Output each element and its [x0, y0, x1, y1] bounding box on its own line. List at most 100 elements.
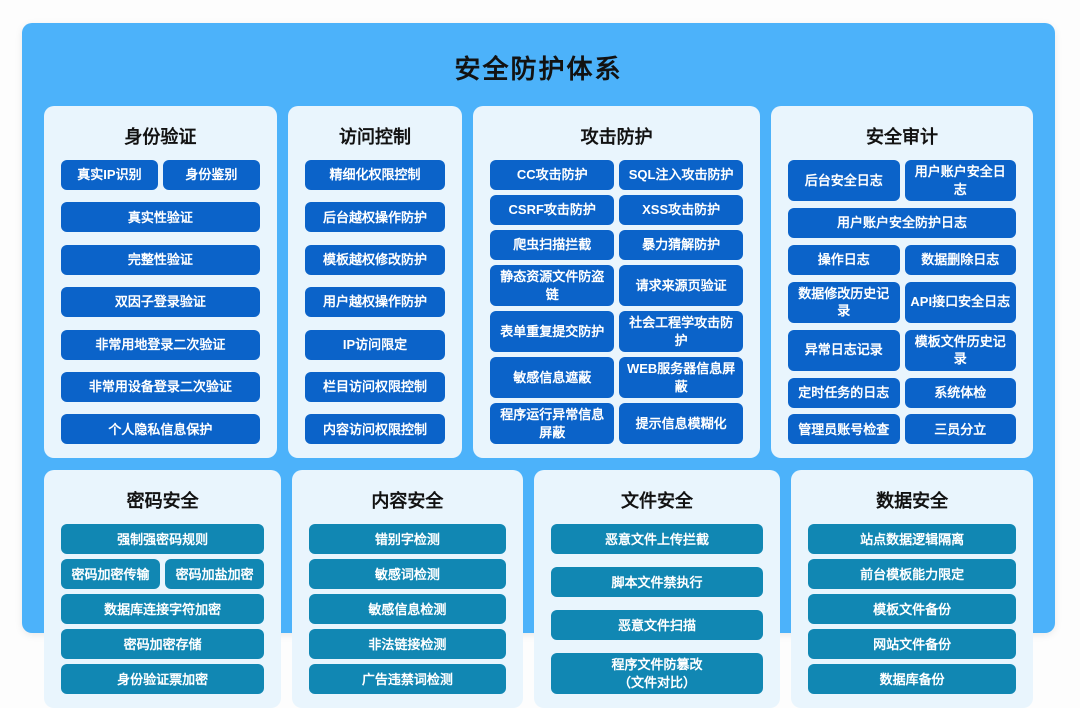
- chip-row: 数据库连接字符加密: [61, 594, 265, 625]
- chip-row: 敏感信息检测: [309, 594, 506, 625]
- chip-row: 爬虫扫描拦截暴力猜解防护: [490, 230, 744, 260]
- panel-password-security: 密码安全强制强密码规则密码加密传输密码加盐加密数据库连接字符加密密码加密存储身份…: [44, 470, 282, 708]
- chip-row: 管理员账号检查三员分立: [788, 414, 1016, 445]
- feature-chip: 双因子登录验证: [61, 287, 260, 318]
- chip-row: 操作日志数据删除日志: [788, 244, 1016, 275]
- chip-row: 密码加密传输密码加盐加密: [61, 559, 265, 590]
- panel-body: 站点数据逻辑隔离前台模板能力限定模板文件备份网站文件备份数据库备份: [808, 524, 1016, 695]
- chip-row: 数据库备份: [808, 664, 1016, 695]
- feature-chip: 三员分立: [904, 414, 1016, 445]
- chip-row: 完整性验证: [61, 244, 260, 275]
- feature-chip: 模板越权修改防护: [304, 244, 446, 275]
- feature-chip: 内容访问权限控制: [304, 414, 446, 445]
- feature-chip: 非常用地登录二次验证: [61, 329, 260, 360]
- chip-row: 非常用地登录二次验证: [61, 329, 260, 360]
- chip-row: 表单重复提交防护社会工程学攻击防护: [490, 311, 744, 353]
- chip-row: 定时任务的日志系统体检: [788, 377, 1016, 408]
- feature-chip: 操作日志: [788, 244, 900, 275]
- chip-row: 用户越权操作防护: [304, 287, 446, 318]
- feature-chip: 个人隐私信息保护: [61, 414, 260, 445]
- panel-content-security: 内容安全错别字检测敏感词检测敏感信息检测非法链接检测广告违禁词检测: [292, 470, 523, 708]
- chip-row: 用户账户安全防护日志: [788, 207, 1016, 238]
- feature-chip: 真实IP识别: [61, 160, 158, 190]
- panel-body: 恶意文件上传拦截脚本文件禁执行恶意文件扫描程序文件防篡改 （文件对比）: [550, 524, 764, 695]
- feature-chip: 静态资源文件防盗链: [490, 265, 615, 307]
- feature-chip: 敏感词检测: [309, 559, 506, 590]
- chip-row: 栏目访问权限控制: [304, 371, 446, 402]
- chip-row: 站点数据逻辑隔离: [808, 524, 1016, 555]
- chip-row: 非常用设备登录二次验证: [61, 371, 260, 402]
- chip-row: 真实性验证: [61, 202, 260, 233]
- chip-row: 错别字检测: [309, 524, 506, 555]
- feature-chip: 数据库连接字符加密: [61, 594, 265, 625]
- feature-chip: 真实性验证: [61, 202, 260, 233]
- feature-chip: 管理员账号检查: [788, 414, 900, 445]
- feature-chip: 强制强密码规则: [61, 524, 265, 555]
- chip-row: 前台模板能力限定: [808, 559, 1016, 590]
- chip-row: 身份验证票加密: [61, 664, 265, 695]
- feature-chip: 表单重复提交防护: [490, 311, 615, 353]
- chip-row: 程序运行异常信息屏蔽提示信息模糊化: [490, 403, 744, 445]
- chip-row: 敏感词检测: [309, 559, 506, 590]
- feature-chip: 请求来源页验证: [619, 265, 744, 307]
- feature-chip: 非法链接检测: [309, 629, 506, 660]
- panel-title: 安全审计: [866, 127, 939, 147]
- feature-chip: 数据库备份: [808, 664, 1016, 695]
- feature-chip: CSRF攻击防护: [490, 195, 615, 225]
- feature-chip: 系统体检: [904, 377, 1016, 408]
- chip-row: 网站文件备份: [808, 629, 1016, 660]
- feature-chip: 敏感信息遮蔽: [490, 357, 615, 399]
- chip-row: 脚本文件禁执行: [550, 567, 764, 598]
- feature-chip: 模板文件历史记录: [904, 329, 1016, 371]
- panel-row-top: 身份验证真实IP识别身份鉴别真实性验证完整性验证双因子登录验证非常用地登录二次验…: [44, 106, 1033, 459]
- feature-chip: 程序运行异常信息屏蔽: [490, 403, 615, 445]
- feature-chip: 后台安全日志: [788, 160, 900, 202]
- feature-chip: 定时任务的日志: [788, 377, 900, 408]
- chip-row: IP访问限定: [304, 329, 446, 360]
- feature-chip: 用户账户安全日志: [904, 160, 1016, 202]
- feature-chip: 模板文件备份: [808, 594, 1016, 625]
- feature-chip: 密码加盐加密: [165, 559, 265, 590]
- panel-title: 攻击防护: [580, 127, 653, 147]
- feature-chip: 提示信息模糊化: [619, 403, 744, 445]
- chip-row: 后台越权操作防护: [304, 202, 446, 233]
- feature-chip: 后台越权操作防护: [304, 202, 446, 233]
- panel-title: 身份验证: [124, 127, 197, 147]
- feature-chip: 广告违禁词检测: [309, 664, 506, 695]
- chip-row: 强制强密码规则: [61, 524, 265, 555]
- security-system-board: 安全防护体系 身份验证真实IP识别身份鉴别真实性验证完整性验证双因子登录验证非常…: [22, 23, 1055, 708]
- chip-row: 静态资源文件防盗链请求来源页验证: [490, 265, 744, 307]
- chip-row: 异常日志记录模板文件历史记录: [788, 329, 1016, 371]
- feature-chip: 数据修改历史记录: [788, 281, 900, 323]
- feature-chip: 站点数据逻辑隔离: [808, 524, 1016, 555]
- panel-identity-verification: 身份验证真实IP识别身份鉴别真实性验证完整性验证双因子登录验证非常用地登录二次验…: [44, 106, 277, 459]
- feature-chip: 爬虫扫描拦截: [490, 230, 615, 260]
- panel-body: 强制强密码规则密码加密传输密码加盐加密数据库连接字符加密密码加密存储身份验证票加…: [61, 524, 265, 695]
- chip-row: 恶意文件上传拦截: [550, 524, 764, 555]
- chip-row: 广告违禁词检测: [309, 664, 506, 695]
- chip-row: 内容访问权限控制: [304, 414, 446, 445]
- feature-chip: 网站文件备份: [808, 629, 1016, 660]
- feature-chip: 数据删除日志: [904, 244, 1016, 275]
- feature-chip: 前台模板能力限定: [808, 559, 1016, 590]
- feature-chip: 脚本文件禁执行: [550, 567, 764, 598]
- chip-row: 模板越权修改防护: [304, 244, 446, 275]
- chip-row: 模板文件备份: [808, 594, 1016, 625]
- chip-row: 后台安全日志用户账户安全日志: [788, 160, 1016, 202]
- panel-title: 密码安全: [126, 491, 199, 512]
- feature-chip: 非常用设备登录二次验证: [61, 371, 260, 402]
- chip-row: 密码加密存储: [61, 629, 265, 660]
- feature-chip: 暴力猜解防护: [619, 230, 744, 260]
- feature-chip: 栏目访问权限控制: [304, 371, 446, 402]
- page-title: 安全防护体系: [454, 54, 623, 84]
- feature-chip: 社会工程学攻击防护: [619, 311, 744, 353]
- panel-body: 精细化权限控制后台越权操作防护模板越权修改防护用户越权操作防护 IP访问限定栏目访…: [304, 160, 446, 445]
- chip-row: 精细化权限控制: [304, 160, 446, 190]
- panel-data-security: 数据安全站点数据逻辑隔离前台模板能力限定模板文件备份网站文件备份数据库备份: [791, 470, 1033, 708]
- chip-row: 个人隐私信息保护: [61, 414, 260, 445]
- chip-row: 恶意文件扫描: [550, 610, 764, 641]
- feature-chip: 敏感信息检测: [309, 594, 506, 625]
- panel-title: 文件安全: [620, 491, 693, 512]
